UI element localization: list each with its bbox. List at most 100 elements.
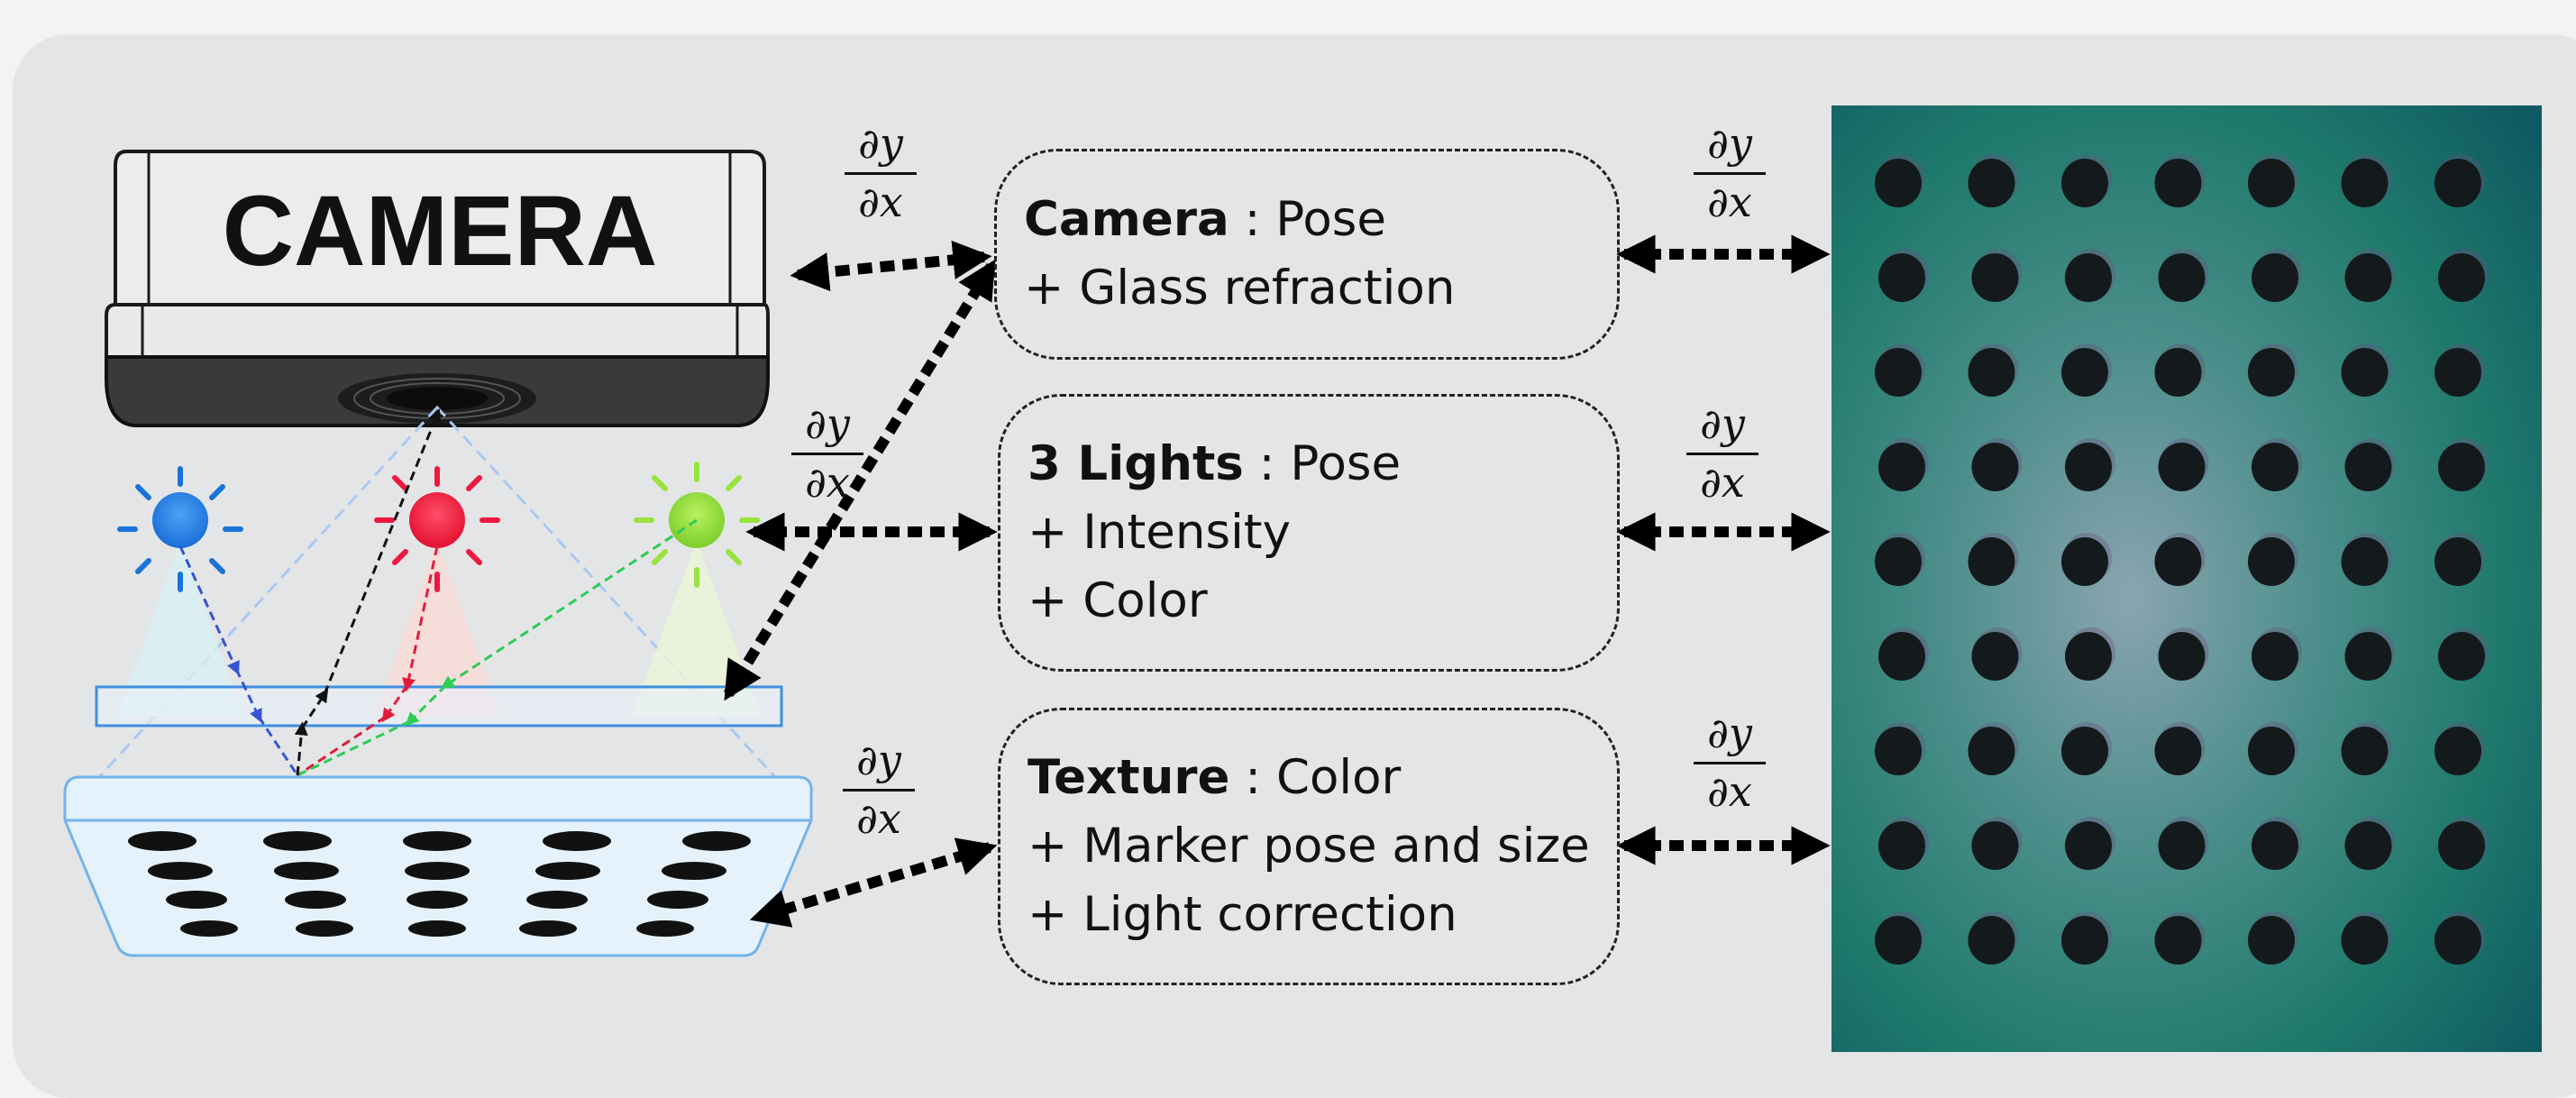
marker-dot — [1968, 727, 2015, 775]
marker-dot — [2341, 159, 2389, 207]
marker-dot — [2438, 443, 2485, 491]
marker-dot — [1878, 632, 1925, 681]
marker-dot — [1878, 253, 1925, 302]
box-title-suffix: : Color — [1229, 750, 1402, 805]
sensor-texture-pad — [63, 775, 813, 957]
marker-dot — [2154, 916, 2202, 965]
marker-dot — [2434, 537, 2481, 586]
marker-dot — [1878, 443, 1925, 491]
derivative-label: ∂y ∂x — [845, 120, 917, 225]
marker-dot — [2438, 253, 2485, 302]
box-line: + Light correction — [1028, 887, 1457, 942]
marker-dot — [2248, 348, 2295, 397]
marker-dot — [2344, 821, 2392, 870]
marker-dot — [2252, 821, 2298, 870]
marker-dot — [2158, 821, 2206, 870]
marker-dot — [2065, 632, 2112, 681]
derivative-label: ∂y ∂x — [1694, 120, 1766, 225]
blue-light-icon — [117, 466, 243, 592]
marker-dot — [2158, 443, 2206, 491]
marker-dot — [2344, 632, 2392, 681]
marker-dot — [1971, 253, 2019, 302]
box-line: + Color — [1028, 573, 1208, 628]
marker-dot — [2158, 253, 2206, 302]
marker-dot — [2344, 253, 2392, 302]
glass-plate — [95, 685, 783, 727]
derivative-denominator: ∂x — [805, 458, 850, 507]
blue-light-cone — [117, 541, 243, 717]
derivative-numerator: ∂y — [845, 120, 917, 175]
derivative-label: ∂y ∂x — [1686, 400, 1758, 506]
marker-dot — [2154, 537, 2202, 586]
box-title: Texture — [1028, 750, 1230, 805]
box-title: 3 Lights — [1028, 436, 1244, 491]
derivative-denominator: ∂x — [1707, 178, 1752, 226]
marker-dot — [2434, 916, 2481, 965]
camera-parameters-box: Camera : Pose + Glass refraction — [994, 149, 1620, 360]
derivative-numerator: ∂y — [843, 737, 915, 791]
marker-dot — [2158, 632, 2206, 681]
box-title-suffix: : Pose — [1243, 436, 1402, 491]
marker-dot — [1968, 537, 2015, 586]
light-rays — [178, 408, 698, 777]
derivative-denominator: ∂x — [1700, 458, 1745, 507]
box-title: Camera — [1024, 192, 1229, 247]
derivative-label: ∂y ∂x — [791, 400, 863, 506]
marker-dot — [1875, 348, 1922, 397]
marker-dot — [2154, 348, 2202, 397]
box-line: + Intensity — [1028, 505, 1291, 560]
marker-dot — [2065, 443, 2112, 491]
marker-dot — [2434, 727, 2481, 775]
tactile-image — [1832, 105, 2542, 1052]
marker-dot — [2154, 159, 2202, 207]
marker-dot — [1875, 916, 1922, 965]
marker-dot — [1875, 727, 1922, 775]
gradient-arrows — [723, 234, 1831, 928]
marker-dot — [1875, 159, 1922, 207]
marker-dot — [2065, 253, 2112, 302]
marker-dot — [1875, 537, 1922, 586]
marker-dot — [2341, 537, 2389, 586]
marker-dot — [2341, 348, 2389, 397]
marker-dot — [1968, 159, 2015, 207]
marker-dot — [1968, 916, 2015, 965]
marker-dot — [1968, 348, 2015, 397]
marker-dot — [1971, 821, 2019, 870]
derivative-numerator: ∂y — [791, 400, 863, 455]
derivative-label: ∂y ∂x — [843, 737, 915, 842]
marker-dot — [2248, 916, 2295, 965]
derivative-numerator: ∂y — [1694, 709, 1766, 764]
box-title-suffix: : Pose — [1229, 192, 1387, 247]
marker-dot — [2065, 821, 2112, 870]
marker-dot — [2252, 443, 2298, 491]
derivative-denominator: ∂x — [858, 178, 903, 226]
marker-dot — [2061, 159, 2108, 207]
marker-dot — [2252, 632, 2298, 681]
marker-dot — [2061, 916, 2108, 965]
marker-dot — [2434, 348, 2481, 397]
derivative-numerator: ∂y — [1686, 400, 1758, 455]
marker-dot — [2438, 632, 2485, 681]
marker-dot — [2248, 727, 2295, 775]
derivative-denominator: ∂x — [856, 794, 901, 843]
marker-dot — [2344, 443, 2392, 491]
marker-dot — [2061, 727, 2108, 775]
box-line: + Marker pose and size — [1028, 819, 1590, 874]
camera-label: CAMERA — [223, 176, 658, 287]
marker-dot — [2341, 727, 2389, 775]
marker-dot — [1971, 632, 2019, 681]
texture-parameters-box: Texture : Color + Marker pose and size +… — [998, 708, 1620, 985]
marker-dot — [2248, 159, 2295, 207]
marker-dot — [1878, 821, 1925, 870]
marker-dot — [2252, 253, 2298, 302]
derivative-numerator: ∂y — [1694, 120, 1766, 175]
marker-dot — [2154, 727, 2202, 775]
marker-dot — [2434, 159, 2481, 207]
marker-dot — [2061, 348, 2108, 397]
marker-dot — [2248, 537, 2295, 586]
marker-dot — [2438, 821, 2485, 870]
marker-dot — [2061, 537, 2108, 586]
red-light-cone — [374, 541, 500, 717]
